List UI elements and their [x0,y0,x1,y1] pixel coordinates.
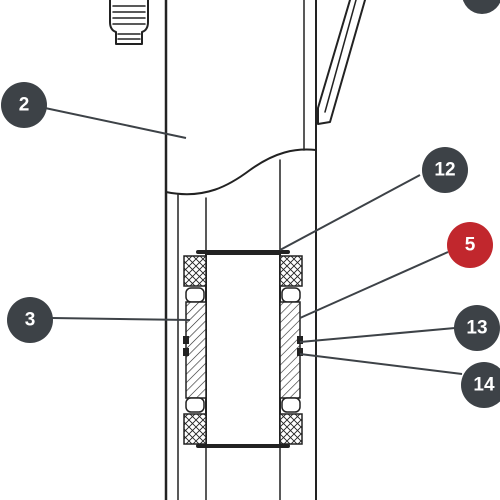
leader-12 [279,174,421,251]
leader-5 [299,251,449,319]
callout-5: 5 [447,222,493,268]
seal-assembly [183,250,303,448]
callout-13-label: 13 [466,318,487,339]
top-fitting [109,0,149,45]
callout-2: 2 [1,82,47,128]
leader-13 [299,327,456,343]
callout-3: 3 [7,297,53,343]
callout-partial [462,0,500,14]
callout-14-label: 14 [473,375,495,396]
leader-14 [299,353,463,375]
callout-14: 14 [461,362,500,408]
callout-3-label: 3 [25,310,36,331]
callout-12: 12 [422,147,468,193]
callout-2-label: 2 [19,95,30,116]
callout-13: 13 [454,305,500,351]
leader-2 [44,107,187,139]
leader-3 [51,317,191,321]
main-body [164,0,317,500]
side-lever [317,0,366,125]
callout-12-label: 12 [434,160,455,181]
leader-lines [44,107,463,375]
callout-5-label: 5 [465,235,476,256]
